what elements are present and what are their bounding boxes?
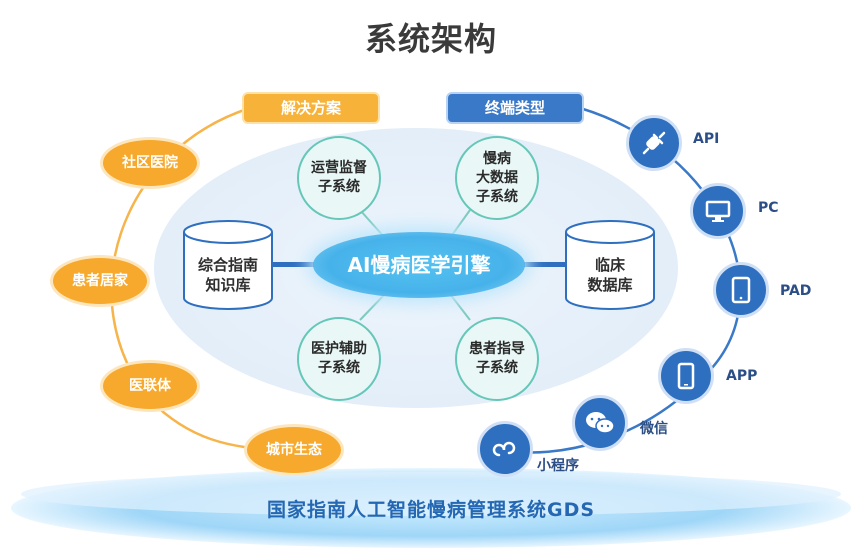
ai-engine: AI慢病医学引擎 (313, 232, 525, 298)
connector-right (520, 262, 568, 267)
wechat-icon (572, 395, 628, 451)
database-right-line1: 临床 (594, 256, 625, 274)
terminal-pad-label: PAD (780, 283, 812, 299)
database-right-label: 临床数据库 (565, 255, 655, 295)
platform-top (21, 472, 841, 516)
subsystem-patient-guidance: 患者指导子系统 (455, 317, 539, 401)
terminal-api-label: API (693, 131, 720, 147)
miniprogram-icon (477, 421, 533, 477)
solution-home-patient: 患者居家 (50, 255, 150, 307)
database-left-shape (183, 220, 273, 310)
connector-sub-4 (449, 293, 471, 321)
phone-icon (658, 348, 714, 404)
terminal-pc-label: PC (758, 200, 779, 216)
database-left-line1: 综合指南 (197, 256, 258, 274)
subsystem-bigdata-line1: 慢病 (483, 150, 511, 167)
terminal-app-label: APP (726, 368, 758, 384)
subsystem-chronic-bigdata: 慢病大数据子系统 (455, 136, 539, 220)
solution-medical-alliance: 医联体 (100, 360, 200, 412)
subsystem-bigdata-line3: 子系统 (476, 188, 518, 205)
solution-city-ecosystem: 城市生态 (244, 424, 344, 476)
terminal-miniprogram-label: 小程序 (537, 458, 579, 474)
terminals-arc (499, 106, 742, 454)
connector-left (270, 262, 318, 267)
subsystem-guidance-line2: 子系统 (476, 360, 518, 376)
database-right-line2: 数据库 (587, 276, 633, 294)
plug-icon (626, 115, 682, 171)
terminal-wechat-label: 微信 (640, 421, 668, 437)
tablet-icon (713, 262, 769, 318)
solutions-header: 解决方案 (242, 92, 380, 124)
subsystem-care-line2: 子系统 (318, 360, 360, 376)
page-title: 系统架构 (364, 20, 497, 58)
subsystem-care-assist: 医护辅助子系统 (297, 317, 381, 401)
subsystem-care-line1: 医护辅助 (311, 341, 367, 357)
subsystem-operations-line2: 子系统 (318, 179, 360, 195)
subsystem-bigdata-line2: 大数据 (476, 169, 518, 186)
system-name-footer: 国家指南人工智能慢病管理系统GDS (266, 499, 596, 521)
subsystem-operations-line1: 运营监督 (311, 160, 367, 176)
connector-sub-3 (359, 293, 386, 321)
subsystem-guidance-line1: 患者指导 (469, 341, 525, 357)
database-right-shape (565, 220, 655, 310)
database-left-label: 综合指南知识库 (183, 255, 273, 295)
subsystem-operations: 运营监督子系统 (297, 136, 381, 220)
database-left-line2: 知识库 (205, 276, 251, 294)
terminals-header: 终端类型 (446, 92, 584, 124)
solution-community-hospital: 社区医院 (100, 137, 200, 189)
monitor-icon (690, 183, 746, 239)
